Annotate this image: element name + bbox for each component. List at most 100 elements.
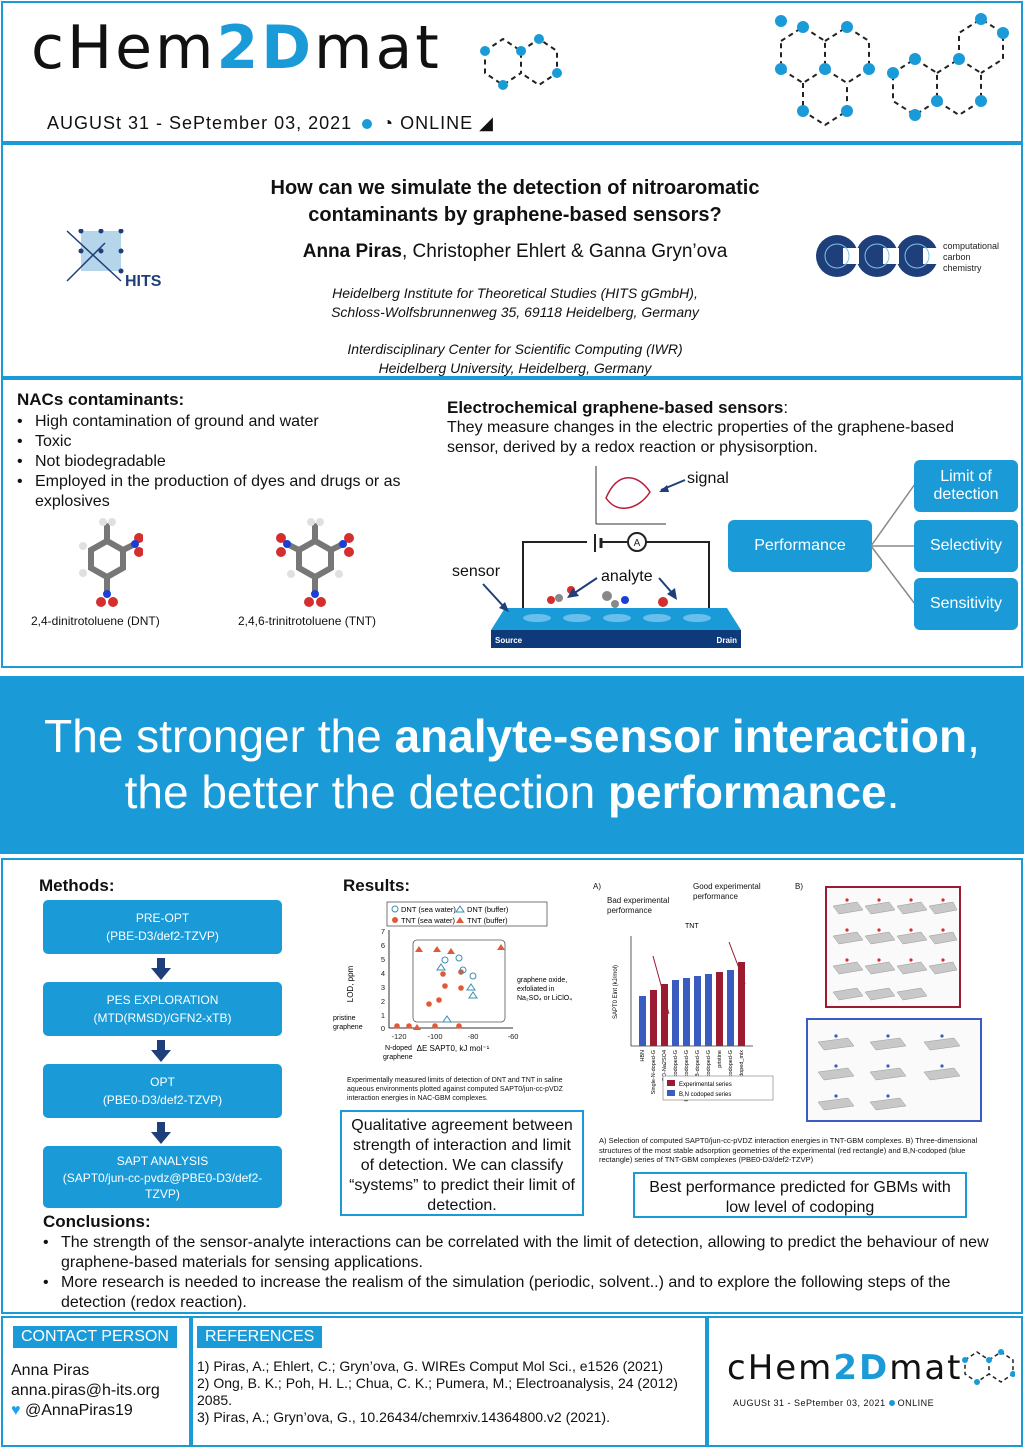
performance-node: Performance <box>728 520 872 572</box>
rss-icon: ◢ <box>479 113 494 133</box>
title-line-2: contaminants by graphene-based sensors? <box>308 204 722 226</box>
svg-text:-80: -80 <box>468 1032 479 1041</box>
drain-label: Drain <box>717 636 738 645</box>
method-step-pre-opt: PRE-OPT (PBE-D3/def2-TZVP) <box>43 900 282 954</box>
panels-caption: A) Selection of computed SAPT0/jun-cc-pV… <box>599 1136 978 1164</box>
method-step-name: PRE-OPT <box>135 911 190 925</box>
panel-a-label: A) <box>593 882 601 891</box>
footer-online-text: ONLINE <box>897 1398 935 1408</box>
affiliation-1-line-2: Schloss-Wolfsbrunnenweg 35, 69118 Heidel… <box>331 304 699 320</box>
banner-line-1: The stronger the analyte-sensor interact… <box>0 708 1024 764</box>
sensors-heading: Electrochemical graphene-based sensors: <box>447 398 788 418</box>
author-rest: , Christopher Ehlert & Ganna Gryn’ova <box>402 241 728 262</box>
reference-item: 3) Piras, A.; Gryn’ova, G., 10.26434/che… <box>197 1409 610 1425</box>
nacs-bullet: Toxic <box>15 432 433 452</box>
best-performance-box: Best performance predicted for GBMs with… <box>633 1172 967 1218</box>
affiliation-1: Heidelberg Institute for Theoretical Stu… <box>203 284 827 322</box>
bar-category-label: Single-B-doped-G <box>695 1050 701 1094</box>
conclusion-bullet: More research is needed to increase the … <box>41 1273 991 1313</box>
sensors-description-line-1: They measure changes in the electric pro… <box>447 419 954 436</box>
conclusions-heading: Conclusions: <box>43 1212 151 1231</box>
sensor-arrow-icon <box>482 583 509 612</box>
affiliation-2-line-2: Heidelberg University, Heidelberg, Germa… <box>378 360 652 376</box>
sensors-heading-colon: : <box>783 398 789 417</box>
contact-person-tag: CONTACT PERSON <box>13 1326 177 1348</box>
method-step-detail: (MTD(RMSD)/GFN2-xTB) <box>93 1011 232 1025</box>
tnt-label: 2,4,6-trinitrotoluene (TNT) <box>238 614 377 628</box>
bar <box>727 970 734 1046</box>
ammeter-label: A <box>634 538 641 549</box>
bar-chart-title: TNT <box>685 923 699 930</box>
title-line-1: How can we simulate the detection of nit… <box>270 177 760 199</box>
key-message-banner: The stronger the analyte-sensor interact… <box>0 676 1024 854</box>
signal-arrow-icon <box>659 479 686 492</box>
header-panel: cHem2Dmat AUGUSt 31 - SePtember 03, 2021… <box>1 1 1023 143</box>
bad-performance-label: Bad experimental performance <box>607 896 670 915</box>
contact-panel: CONTACT PERSON Anna Piras anna.piras@h-i… <box>1 1316 191 1447</box>
banner-line-1-bold: analyte-sensor interaction <box>394 710 968 762</box>
method-step-sapt-analysis: SAPT ANALYSIS (SAPT0/jun-cc-pvdz@PBE0-D3… <box>43 1146 282 1208</box>
hits-logo-icon <box>66 229 124 282</box>
banner-line-2-post: . <box>886 766 900 818</box>
title-panel: HITS How can we simulate the detection o… <box>1 143 1023 378</box>
footer-logo-mat: mat <box>889 1348 963 1388</box>
footer-logo-panel: cHem2Dmat AUGUSt 31 - SePtember 03, 2021… <box>707 1316 1023 1447</box>
bar-category-label: HBN <box>640 1050 646 1062</box>
references-tag: REFERENCES <box>197 1326 323 1348</box>
results-heading: Results: <box>343 876 411 895</box>
limit-of-detection-label: Limit of detection <box>933 468 999 503</box>
svg-text:4: 4 <box>381 969 385 978</box>
svg-text:7: 7 <box>381 927 385 936</box>
qualitative-agreement-box: Qualitative agreement between strength o… <box>340 1110 584 1216</box>
dates-text: AUGUSt 31 - SePtember 03, 2021 <box>47 113 353 133</box>
footer-logo-chem: cHem <box>727 1348 834 1388</box>
svg-text:-60: -60 <box>508 1032 519 1041</box>
legend-tnt-buffer: TNT (buffer) <box>467 916 508 925</box>
method-step-name: SAPT ANALYSIS <box>116 1154 209 1168</box>
nacs-heading: NACs contaminants: <box>17 390 185 409</box>
experimental-structures-panel <box>825 886 961 1008</box>
sensitivity-node: Sensitivity <box>914 578 1018 630</box>
bar-category-label: Single-N-doped-G <box>651 1050 657 1094</box>
ccc-logo-label: computational carbon chemistry <box>943 241 999 274</box>
sensors-heading-text: Electrochemical graphene-based sensors <box>447 398 784 417</box>
go-annotation-line-3: Na₂SO₄ or LiClO₄ <box>517 995 572 1002</box>
bar <box>694 976 701 1046</box>
bar-legend-codoped: B,N codoped series <box>679 1092 731 1098</box>
banner-line-2: the better the detection performance. <box>0 764 1024 820</box>
footer-logo-2d: 2D <box>833 1348 890 1388</box>
codoped-structures-panel <box>806 1018 982 1122</box>
contact-twitter[interactable]: ♥ @AnnaPiras19 <box>11 1402 133 1420</box>
wifi-icon: ◔ <box>382 113 395 133</box>
sensor-device-image: A Source Drain <box>491 532 741 648</box>
bar <box>650 990 657 1046</box>
nacs-bullet: Not biodegradable <box>15 452 433 472</box>
poster-title: How can we simulate the detection of nit… <box>203 175 827 229</box>
ccc-label-3: chemistry <box>943 263 982 273</box>
ccc-label-2: carbon <box>943 252 971 262</box>
svg-text:3: 3 <box>381 983 385 992</box>
structure-grid-image <box>817 1034 961 1111</box>
intro-panel: NACs contaminants: High contamination of… <box>1 378 1023 668</box>
footer-hexagon-icon <box>962 1349 1015 1385</box>
ccc-label-1: computational <box>943 241 1000 251</box>
analyte-arrows-icon <box>567 577 677 600</box>
svg-text:-120: -120 <box>391 1032 406 1041</box>
svg-text:-100: -100 <box>427 1032 442 1041</box>
bar <box>738 962 745 1046</box>
logo-text-2d: 2D <box>216 13 315 83</box>
contact-email[interactable]: anna.piras@h-its.org <box>11 1382 160 1399</box>
bar <box>683 978 690 1046</box>
go-annotation-line-1: graphene oxide, <box>517 977 567 984</box>
limit-of-detection-node: Limit of detection <box>914 460 1018 512</box>
performance-connector-icon <box>871 483 915 605</box>
footer-dates-text: AUGUSt 31 - SePtember 03, 2021 <box>733 1398 886 1408</box>
bar-category-label: GO-Na2SO4 <box>662 1050 668 1081</box>
twitter-handle: @AnnaPiras19 <box>24 1402 133 1419</box>
nacs-bullet: High contamination of ground and water <box>15 412 433 432</box>
banner-line-1-pre: The stronger the <box>44 710 395 762</box>
method-step-detail: (PBE0-D3/def2-TZVP) <box>102 1093 223 1107</box>
dot-icon <box>362 119 373 129</box>
source-label: Source <box>495 636 523 645</box>
